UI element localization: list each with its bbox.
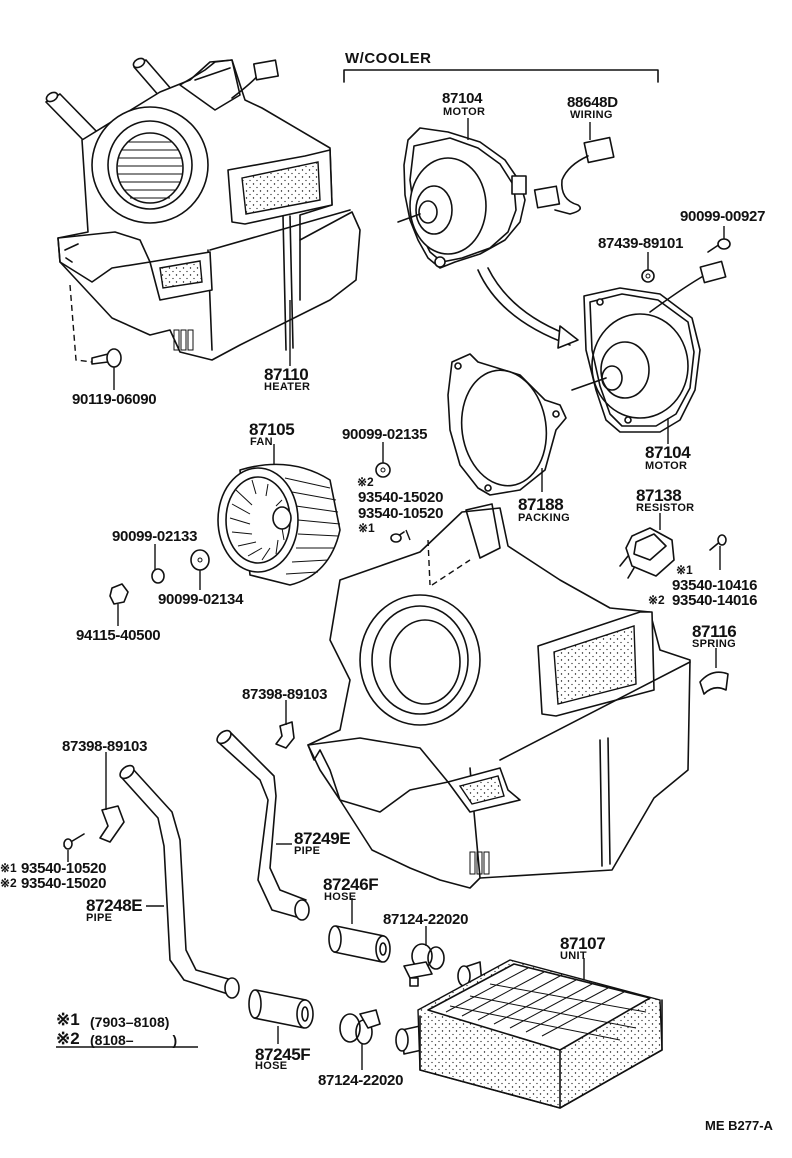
part-number-washer-90099-02134[interactable]: 90099-02134 (158, 591, 244, 608)
part-number-screw-left-a[interactable]: 93540-10520 (21, 860, 107, 877)
unit-87107-illustration (395, 958, 663, 1109)
wiring-illustration (533, 122, 615, 215)
mark-1-screw-mid: ※1 (358, 521, 375, 535)
resistor-illustration (619, 513, 727, 579)
part-number-hose-87245f[interactable]: 87245F (255, 1045, 311, 1064)
part-name-pipe-87248e: PIPE (86, 912, 113, 924)
part-number-screw-resistor-b[interactable]: 93540-14016 (672, 592, 758, 609)
part-name-heater: HEATER (264, 381, 311, 393)
mark-2-screw-left: ※2 (0, 876, 17, 890)
screw-90099-00927-illustration (707, 226, 731, 253)
packing-illustration (447, 353, 567, 496)
part-number-wiring[interactable]: 88648D (567, 94, 618, 111)
part-name-pipe-87249e: PIPE (294, 845, 321, 857)
part-number-nut-94115[interactable]: 94115-40500 (76, 627, 161, 644)
part-number-resistor[interactable]: 87138 (636, 486, 682, 505)
part-name-wiring: WIRING (570, 109, 613, 121)
part-number-heater[interactable]: 87110 (264, 365, 309, 384)
part-number-hose-87246f[interactable]: 87246F (323, 875, 379, 894)
hose-87245f-illustration (248, 989, 314, 1044)
clamp-left-illustration (63, 752, 125, 862)
clamp-right-illustration (275, 700, 295, 749)
part-number-motor-right[interactable]: 87104 (645, 443, 691, 462)
motor-top-illustration (397, 118, 527, 269)
heater-assembly-illustration (45, 57, 361, 363)
part-name-packing: PACKING (518, 512, 571, 524)
spring-illustration (699, 648, 729, 695)
part-number-spring[interactable]: 87116 (692, 622, 737, 641)
part-number-clip-upper[interactable]: 87124-22020 (383, 911, 469, 928)
part-number-clamp-left[interactable]: 87398-89103 (62, 738, 148, 755)
washer-90099-02135-illustration (375, 442, 391, 478)
part-name-motor-right: MOTOR (645, 460, 688, 472)
part-number-clamp-right[interactable]: 87398-89103 (242, 686, 328, 703)
part-number-washer-90099-02133[interactable]: 90099-02133 (112, 528, 198, 545)
legend-range-2: (8108– ) (90, 1032, 178, 1048)
part-name-hose-87245f: HOSE (255, 1060, 288, 1072)
install-arrow (477, 267, 579, 349)
part-name-unit: UNIT (560, 950, 587, 962)
part-number-unit[interactable]: 87107 (560, 934, 606, 953)
fan-illustration (217, 444, 341, 586)
screw-mid-illustration (390, 529, 411, 543)
grommet-87439-illustration (641, 252, 655, 283)
part-number-screw-90099-00927[interactable]: 90099-00927 (680, 208, 766, 225)
part-number-screw-left-b[interactable]: 93540-15020 (21, 875, 107, 892)
washer-90099-02134-illustration (190, 549, 210, 590)
part-name-resistor: RESISTOR (636, 502, 695, 514)
motor-right-illustration (571, 260, 727, 444)
clip-lower-illustration (339, 1009, 381, 1070)
pipe-87248e-illustration (119, 764, 240, 999)
part-number-bolt-90119[interactable]: 90119-06090 (72, 391, 157, 408)
part-name-motor-top: MOTOR (443, 106, 486, 118)
part-number-screw-mid-b[interactable]: 93540-10520 (358, 505, 444, 522)
part-number-clip-lower[interactable]: 87124-22020 (318, 1072, 404, 1089)
part-number-packing[interactable]: 87188 (518, 495, 564, 514)
part-number-fan[interactable]: 87105 (249, 420, 295, 439)
legend-range-1: (7903–8108) (90, 1014, 170, 1030)
group-label-w-cooler: W/COOLER (345, 50, 432, 67)
part-number-grommet-87439[interactable]: 87439-89101 (598, 235, 684, 252)
part-name-spring: SPRING (692, 638, 736, 650)
washer-90099-02133-illustration (151, 544, 165, 584)
clip-upper-illustration (403, 926, 445, 987)
w-cooler-bracket (343, 69, 659, 83)
legend-mark-1: ※1 (56, 1010, 80, 1029)
bolt-illustration (91, 348, 122, 390)
part-number-screw-mid-a[interactable]: 93540-15020 (358, 489, 444, 506)
part-number-pipe-87248e[interactable]: 87248E (86, 896, 143, 915)
pipe-87249e-illustration (216, 729, 310, 921)
part-number-motor-top[interactable]: 87104 (442, 90, 483, 107)
legend-mark-2: ※2 (56, 1029, 80, 1048)
part-number-washer-90099-02135[interactable]: 90099-02135 (342, 426, 428, 443)
part-number-screw-resistor-a[interactable]: 93540-10416 (672, 577, 758, 594)
mark-2-screw-mid: ※2 (357, 475, 374, 489)
part-name-fan: FAN (250, 436, 273, 448)
reference-code: ME B277-A (705, 1118, 773, 1133)
mark-2-screw-resistor: ※2 (648, 593, 665, 607)
cooler-assembly-illustration (307, 503, 691, 889)
part-number-pipe-87249e[interactable]: 87249E (294, 829, 351, 848)
mark-1-screw-resistor: ※1 (676, 563, 693, 577)
hose-87246f-illustration (328, 898, 391, 963)
nut-94115-illustration (109, 583, 129, 626)
part-name-hose-87246f: HOSE (324, 891, 357, 903)
mark-1-screw-left: ※1 (0, 861, 17, 875)
